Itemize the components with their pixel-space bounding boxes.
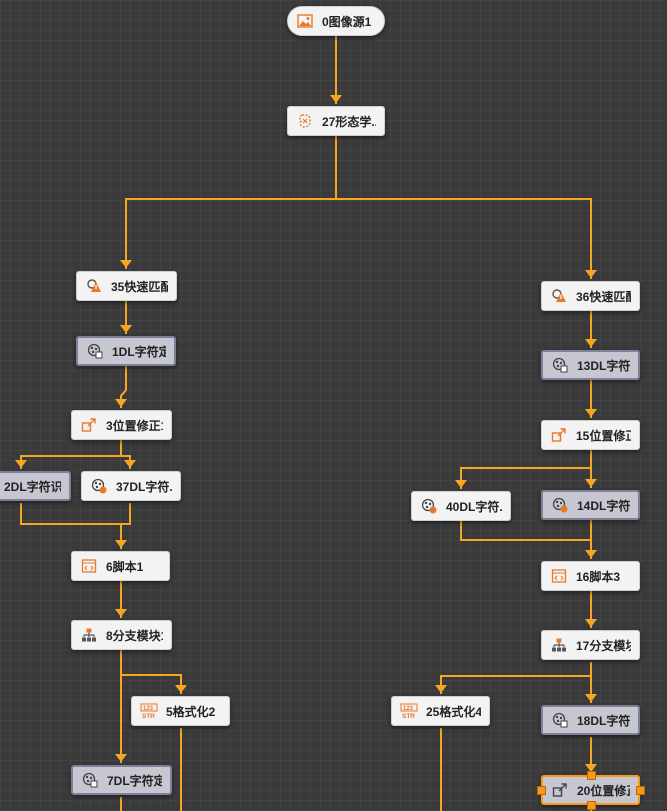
connection-arrow: [585, 339, 597, 347]
resize-handle-top[interactable]: [587, 771, 596, 780]
node-label: 40DL字符...: [446, 499, 502, 514]
node-label: 14DL字符...: [577, 498, 630, 513]
resize-handle-right[interactable]: [636, 786, 645, 795]
connection-line: [460, 450, 592, 489]
fast-match-icon: [85, 277, 103, 295]
node-label: 37DL字符...: [116, 479, 172, 494]
connection-arrow: [585, 550, 597, 558]
branch-icon: [80, 626, 98, 644]
dl-icon: [551, 711, 569, 729]
connection-arrow: [115, 754, 127, 762]
dl-icon: [81, 771, 99, 789]
node-branch-1[interactable]: 8分支模块1: [71, 620, 172, 650]
resize-handle-left[interactable]: [537, 786, 546, 795]
dl-icon: [86, 342, 104, 360]
node-fast-match-1[interactable]: 35快速匹配1: [76, 271, 177, 301]
svg-text:STR: STR: [142, 713, 155, 719]
connection-line: [20, 503, 131, 525]
image-icon: [296, 12, 314, 30]
connection-line: [336, 198, 592, 279]
connection-arrow: [585, 619, 597, 627]
connection-arrow: [175, 685, 187, 693]
branch-icon: [550, 636, 568, 654]
node-label: 3位置修正1: [106, 418, 163, 433]
node-dl-char-13[interactable]: 13DL字符...: [541, 350, 640, 380]
node-script-3[interactable]: 16脚本3: [541, 561, 640, 591]
node-label: 36快速匹配2: [576, 289, 631, 304]
node-position-fix-3[interactable]: 15位置修正3: [541, 420, 640, 450]
node-script-1[interactable]: 6脚本1: [71, 551, 170, 581]
position-fix-icon: [551, 781, 569, 799]
node-dl-char-recog-2[interactable]: 2DL字符识...: [0, 471, 71, 501]
node-label: 15位置修正3: [576, 428, 631, 443]
connection-arrow: [585, 409, 597, 417]
connection-arrow: [455, 480, 467, 488]
node-label: 20位置修正4: [577, 783, 630, 798]
node-label: 1DL字符定...: [112, 344, 166, 359]
svg-text:123: 123: [143, 706, 154, 712]
svg-text:123: 123: [403, 706, 414, 712]
node-label: 18DL字符...: [577, 713, 630, 728]
node-branch-3[interactable]: 17分支模块3: [541, 630, 640, 660]
node-label: 16脚本3: [576, 569, 621, 584]
connection-arrow: [115, 540, 127, 548]
morphology-icon: [296, 112, 314, 130]
dl-icon: [420, 497, 438, 515]
node-image-source[interactable]: 0图像源1: [287, 6, 385, 36]
connection-arrow: [120, 260, 132, 268]
dl-icon: [551, 356, 569, 374]
connection-line: [125, 136, 337, 269]
connection-arrow: [120, 325, 132, 333]
connection-arrow: [585, 270, 597, 278]
script-icon: [80, 557, 98, 575]
node-dl-char-14[interactable]: 14DL字符...: [541, 490, 640, 520]
connection-arrow: [15, 460, 27, 468]
node-dl-char-40[interactable]: 40DL字符...: [411, 491, 511, 521]
fast-match-icon: [550, 287, 568, 305]
node-label: 5格式化2: [166, 704, 216, 719]
position-fix-icon: [80, 416, 98, 434]
node-position-fix-1[interactable]: 3位置修正1: [71, 410, 172, 440]
connection-arrow: [435, 685, 447, 693]
position-fix-icon: [550, 426, 568, 444]
node-label: 2DL字符识...: [4, 479, 61, 494]
node-label: 13DL字符...: [577, 358, 630, 373]
connection-line: [440, 662, 592, 694]
node-label: 7DL字符定...: [107, 773, 162, 788]
node-label: 17分支模块3: [576, 638, 631, 653]
connection-arrow: [330, 95, 342, 103]
node-label: 6脚本1: [106, 559, 144, 574]
node-label: 35快速匹配1: [111, 279, 168, 294]
connection-arrow: [115, 399, 127, 407]
node-dl-char-locate-7[interactable]: 7DL字符定...: [71, 765, 172, 795]
node-fast-match-2[interactable]: 36快速匹配2: [541, 281, 640, 311]
connection-arrow: [115, 609, 127, 617]
script-icon: [550, 567, 568, 585]
connection-arrow: [124, 460, 136, 468]
connection-arrow: [585, 479, 597, 487]
connection-arrow: [585, 694, 597, 702]
node-dl-char-37[interactable]: 37DL字符...: [81, 471, 181, 501]
connection-arrow: [585, 764, 597, 772]
node-label: 0图像源1: [322, 14, 372, 29]
node-dl-char-18[interactable]: 18DL字符...: [541, 705, 640, 735]
dl-icon: [551, 496, 569, 514]
node-label: 25格式化4: [426, 704, 481, 719]
node-dl-char-locate-1[interactable]: 1DL字符定...: [76, 336, 176, 366]
dl-icon: [90, 477, 108, 495]
connection-line: [460, 521, 592, 559]
node-morphology[interactable]: 27形态学...: [287, 106, 385, 136]
node-label: 8分支模块1: [106, 628, 163, 643]
svg-text:STR: STR: [402, 713, 415, 719]
connection-line: [20, 440, 122, 469]
node-label: 27形态学...: [322, 114, 376, 129]
resize-handle-bottom[interactable]: [587, 801, 596, 810]
connection-line: [120, 650, 182, 694]
